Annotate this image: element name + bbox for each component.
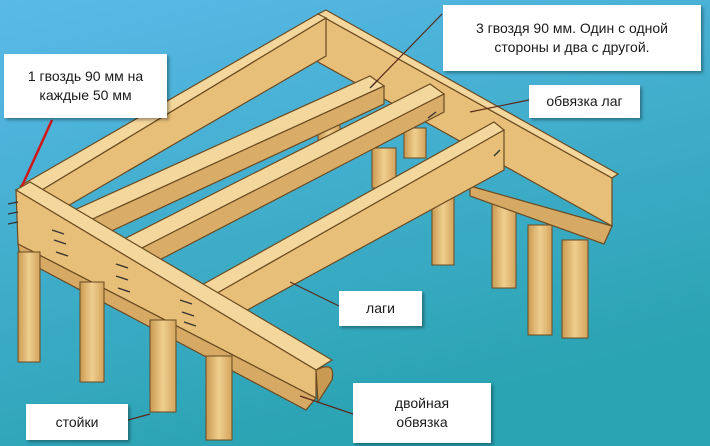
double-tie-label: двойная обвязка	[353, 383, 491, 443]
leader-lines	[127, 13, 530, 421]
red-pointer	[20, 119, 54, 187]
back-posts	[317, 117, 589, 339]
nails-three-label: 3 гвоздя 90 мм. Один с одной стороны и д…	[443, 5, 701, 71]
joist-tie-beam	[316, 9, 620, 245]
joists	[68, 75, 506, 315]
joist-tie-label: обвязка лаг	[529, 85, 640, 118]
nails-one-per-50mm-label: 1 гвоздь 90 мм на каждые 50 мм	[4, 54, 167, 118]
joists-label: лаги	[339, 291, 422, 326]
posts-label: стойки	[26, 404, 128, 440]
front-posts	[17, 251, 233, 441]
